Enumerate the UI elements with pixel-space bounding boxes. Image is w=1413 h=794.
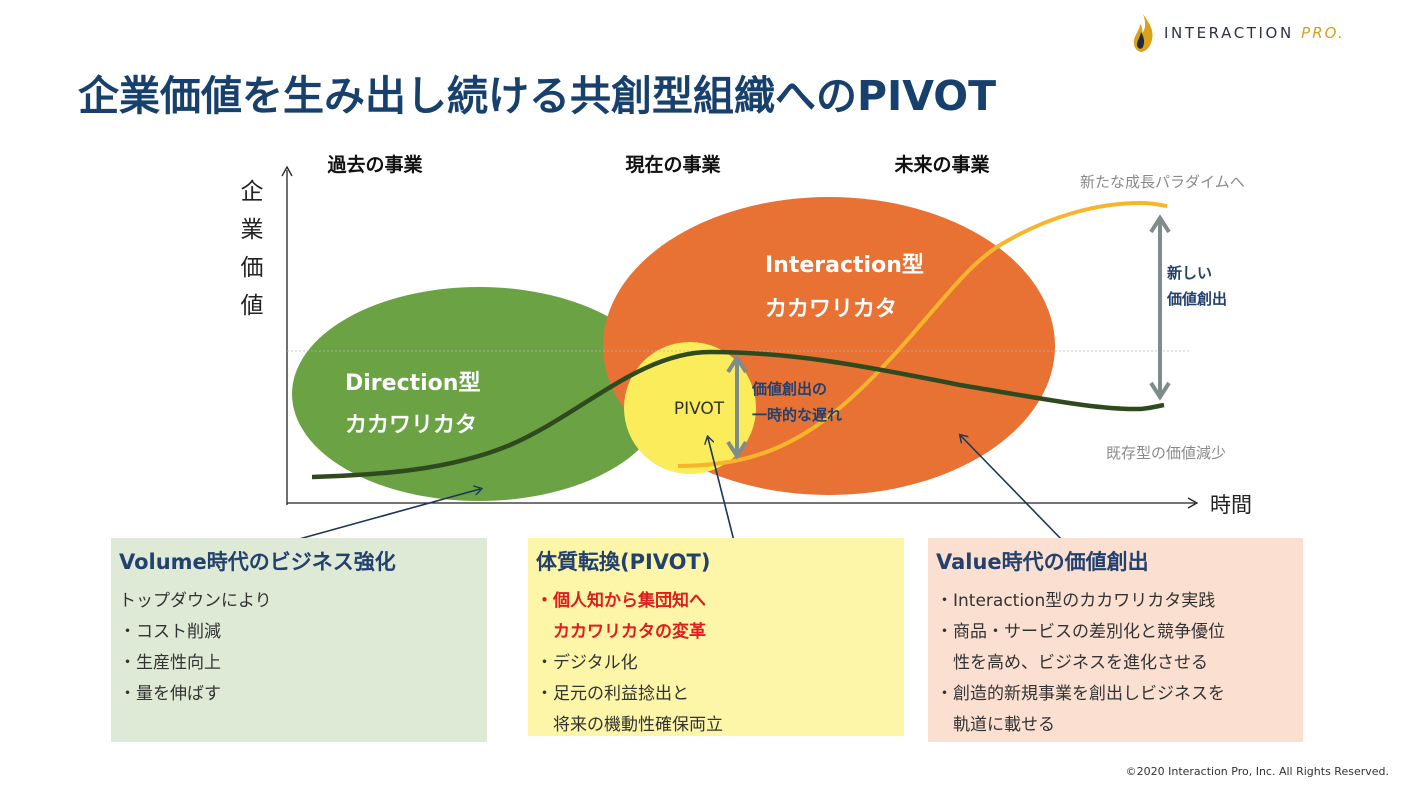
pivot-highlight-line: カカワリカタの変革 — [536, 622, 706, 642]
pivot-line: ・足元の利益捻出と — [536, 684, 689, 704]
value-line: ・Interaction型のカカワリカタ実践 — [936, 591, 1216, 611]
volume-line: ・生産性向上 — [119, 653, 221, 673]
new-value-sublabel: 価値創出 — [1166, 290, 1227, 308]
value-era-box: Value時代の価値創出 ・Interaction型のカカワリカタ実践 ・商品・… — [928, 538, 1303, 742]
value-line: ・創造的新規事業を創出しビジネスを — [936, 684, 1225, 704]
pivot-highlight-line: ・個人知から集団知へ — [536, 591, 706, 611]
existing-value-curve — [311, 349, 1165, 480]
pivot-box-title: 体質転換(PIVOT) — [536, 550, 711, 574]
direction-ellipse — [292, 287, 666, 501]
volume-era-box: Volume時代のビジネス強化 トップダウンにより ・コスト削減 ・生産性向上 … — [111, 538, 487, 742]
pivot-line: ・デジタル化 — [536, 653, 638, 673]
value-pointer — [961, 436, 1064, 542]
era-past: 過去の事業 — [327, 153, 423, 176]
y-label-char: 業 — [241, 217, 264, 243]
logo-text: INTERACTION PRO. — [1164, 24, 1345, 42]
future-growth-curve — [677, 200, 1168, 468]
value-line: 性を高め、ビジネスを進化させる — [936, 653, 1208, 673]
y-label-char: 価 — [241, 255, 264, 281]
volume-pointer — [291, 489, 480, 542]
value-era-title: Value時代の価値創出 — [936, 550, 1149, 574]
volume-era-title: Volume時代のビジネス強化 — [119, 550, 396, 574]
direction-type-sublabel: カカワリカタ — [345, 413, 477, 438]
volume-line: ・量を伸ばす — [119, 684, 221, 704]
value-line: ・商品・サービスの差別化と競争優位 — [936, 622, 1225, 642]
era-present: 現在の事業 — [625, 153, 721, 176]
pivot-pointer — [708, 438, 735, 542]
pivot-label: PIVOT — [674, 399, 725, 419]
logo-suffix: PRO. — [1301, 24, 1345, 42]
copyright: ©2020 Interaction Pro, Inc. All Rights R… — [1125, 765, 1389, 778]
new-paradigm-label: 新たな成長パラダイムへ — [1080, 173, 1245, 191]
x-axis-label: 時間 — [1210, 493, 1252, 517]
y-axis-label: 企 業 価 値 — [241, 179, 264, 319]
volume-line: ・コスト削減 — [119, 622, 221, 642]
pivot-box: 体質転換(PIVOT) ・個人知から集団知へ カカワリカタの変革 ・デジタル化 … — [528, 538, 904, 736]
y-axis-arrow — [281, 165, 293, 177]
y-label-char: 企 — [241, 179, 264, 205]
y-label-char: 値 — [241, 293, 264, 319]
volume-line: トップダウンにより — [119, 591, 272, 611]
existing-decline-label: 既存型の価値減少 — [1106, 444, 1226, 462]
x-axis-arrow — [1187, 497, 1199, 509]
delay-sublabel: 一時的な遅れ — [752, 406, 842, 424]
era-future: 未来の事業 — [893, 153, 990, 176]
new-value-label: 新しい — [1167, 264, 1212, 282]
page-title: 企業価値を生み出し続ける共創型組織へのPIVOT — [78, 72, 997, 120]
interaction-type-label: Interaction型 — [765, 253, 924, 278]
company-logo: INTERACTION PRO. — [1128, 12, 1390, 54]
pivot-circle — [624, 342, 756, 474]
direction-type-label: Direction型 — [345, 371, 480, 396]
flame-icon — [1133, 14, 1153, 52]
interaction-type-sublabel: カカワリカタ — [765, 297, 897, 322]
delay-label: 価値創出の — [751, 380, 827, 398]
pivot-line: 将来の機動性確保両立 — [536, 715, 723, 735]
value-line: 軌道に載せる — [936, 715, 1055, 735]
